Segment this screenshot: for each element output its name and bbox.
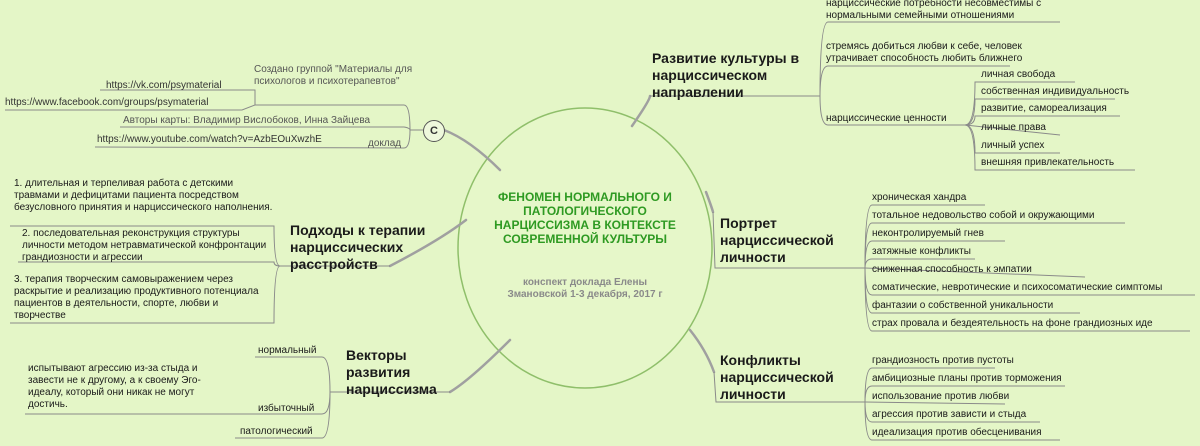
therapy-item: 1. длительная и терпеливая работа с детс…	[14, 178, 273, 213]
culture-value: личный успех	[981, 140, 1045, 151]
center-title: ФЕНОМЕН НОРМАЛЬНОГО И ПАТОЛОГИЧЕСКОГО НА…	[494, 190, 676, 246]
culture-value: личная свобода	[981, 69, 1056, 80]
portrait-item: страх провала и бездеятельность на фоне …	[872, 318, 1153, 329]
vector-item: нормальный	[258, 345, 317, 356]
branch-vectors	[448, 338, 512, 394]
vector-note: испытывают агрессию из-за стыда и завест…	[28, 363, 201, 410]
culture-value: личные права	[981, 122, 1046, 133]
conflict-item: использование против любви	[872, 391, 1010, 402]
center-subtitle: конспект доклада Елены Змановской 1-3 де…	[507, 277, 663, 300]
vectors-title: Векторы развития нарциссизма	[346, 347, 437, 397]
authors-label: Авторы карты: Владимир Вислобоков, Инна …	[123, 115, 371, 126]
culture-title: Развитие культуры в нарциссическом напра…	[652, 50, 800, 100]
vk-link[interactable]: https://vk.com/psymaterial	[106, 80, 222, 91]
portrait-item: тотальное недовольство собой и окружающи…	[872, 210, 1095, 221]
branch-culture	[630, 94, 652, 128]
vector-item: патологический	[240, 426, 313, 437]
conflict-item: амбициозные планы против торможения	[872, 373, 1062, 384]
branch-portrait	[704, 190, 715, 214]
culture-value: развитие, самореализация	[981, 103, 1107, 114]
portrait-item: хроническая хандра	[872, 192, 967, 203]
facebook-link[interactable]: https://www.facebook.com/groups/psymater…	[5, 97, 209, 108]
created-by-label: Создано группой "Материалы для психолого…	[254, 64, 413, 87]
culture-value: собственная индивидуальность	[981, 86, 1130, 97]
portrait-item: фантазии о собственной уникальности	[872, 300, 1054, 311]
portrait-title: Портрет нарциссической личности	[720, 215, 834, 265]
therapy-item: 2. последовательная реконструкция структ…	[22, 228, 267, 263]
center-node-outline	[457, 107, 713, 389]
branch-therapy	[388, 218, 468, 268]
youtube-link[interactable]: https://www.youtube.com/watch?v=AzbEOuXw…	[97, 134, 322, 145]
report-label: доклад	[368, 138, 402, 149]
portrait-item: соматические, невротические и психосомат…	[872, 282, 1163, 293]
therapy-title: Подходы к терапии нарциссических расстро…	[290, 222, 426, 272]
vector-item: избыточный	[258, 403, 315, 414]
conflict-item: грандиозность против пустоты	[872, 355, 1014, 366]
branch-info	[442, 128, 502, 172]
culture-item: нарциссические потребности несовместимы …	[826, 0, 1042, 21]
portrait-item: сниженная способность к эмпатии	[872, 264, 1032, 275]
therapy-item: 3. терапия творческим самовыражением чер…	[14, 274, 259, 321]
conflicts-title: Конфликты нарциссической личности	[720, 352, 834, 402]
branch-conflicts	[688, 328, 716, 374]
info-circle-button[interactable]: C	[423, 120, 445, 142]
culture-values-label: нарциссические ценности	[826, 113, 947, 124]
conflict-item: идеализация против обесценивания	[872, 427, 1042, 438]
culture-item: стремясь добиться любви к себе, человек …	[826, 41, 1023, 64]
portrait-item: затяжные конфликты	[872, 246, 971, 257]
portrait-item: неконтролируемый гнев	[872, 228, 984, 239]
culture-value: внешняя привлекательность	[981, 157, 1115, 168]
conflict-item: агрессия против зависти и стыда	[872, 409, 1027, 420]
